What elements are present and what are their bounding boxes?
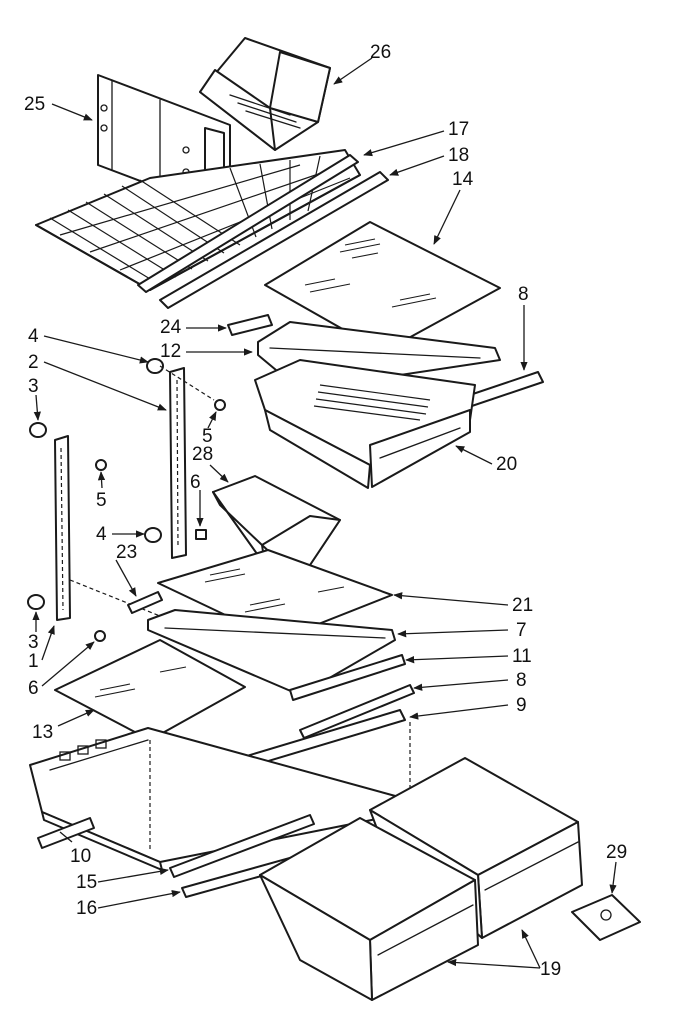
callout-24: 24: [160, 317, 182, 338]
clip-3-lower: [27, 594, 45, 610]
callout-17: 17: [448, 119, 469, 140]
callout-28: 28: [192, 444, 213, 465]
shelf-rail-18: [159, 171, 389, 309]
callout-13: 13: [32, 722, 53, 743]
rail-10: [37, 817, 95, 849]
callout-15: 15: [76, 872, 97, 893]
screw-6-left: [94, 630, 106, 642]
callout-labels: 25 26 17 18 14 8 24 12 20 4 2 3 5 28 5 6…: [24, 42, 627, 980]
callout-26: 26: [370, 42, 391, 63]
callout-11: 11: [512, 646, 532, 667]
utility-bin-28: [212, 475, 341, 581]
callout-8-upper: 8: [518, 284, 529, 305]
slide-rail-23: [127, 591, 163, 614]
clip-4-lower: [144, 527, 162, 543]
callout-29: 29: [606, 842, 627, 863]
clip-3-upper: [29, 422, 47, 438]
slide-rail-8-lower: [299, 684, 415, 739]
shelf-frame-7: [147, 609, 396, 696]
callout-14: 14: [452, 169, 474, 190]
callout-6-left: 6: [28, 678, 39, 699]
dairy-bin-26: [199, 37, 331, 151]
callout-23: 23: [116, 542, 137, 563]
callout-9: 9: [516, 695, 527, 716]
callout-3-upper: 3: [28, 376, 39, 397]
callout-5-left: 5: [96, 490, 107, 511]
callout-21: 21: [512, 595, 533, 616]
slide-rail-15: [169, 814, 315, 878]
callout-25: 25: [24, 94, 45, 115]
crisper-pan-19-left: [259, 817, 479, 1001]
screw-5-right: [214, 399, 226, 411]
shelf-ladder-1: [54, 435, 71, 621]
clip-4-upper: [146, 358, 164, 374]
callout-16: 16: [76, 898, 97, 919]
screw-6-right: [195, 529, 207, 540]
callout-8-lower: 8: [516, 670, 527, 691]
callout-6-right: 6: [190, 472, 201, 493]
screw-5-left: [95, 459, 107, 471]
shelf-rail-17: [137, 154, 359, 293]
callout-20: 20: [496, 454, 517, 475]
meat-pan-20: [254, 359, 476, 489]
leader-lines: [32, 57, 617, 969]
callout-4-upper: 4: [28, 326, 39, 347]
callout-4-lower: 4: [96, 524, 107, 545]
callout-7: 7: [516, 620, 527, 641]
callout-18: 18: [448, 145, 469, 166]
callout-10: 10: [70, 846, 91, 867]
glass-shelf-13: [54, 639, 246, 741]
shelf-ladder-2: [169, 367, 187, 559]
slide-rail-24: [227, 314, 273, 336]
callout-12: 12: [160, 341, 181, 362]
shelf-rail-11: [289, 654, 406, 701]
callout-3-lower: 3: [28, 632, 39, 653]
callout-1: 1: [28, 651, 39, 672]
clip-29: [571, 894, 641, 941]
callout-2: 2: [28, 352, 39, 373]
callout-19: 19: [540, 959, 561, 980]
callout-5-right: 5: [202, 426, 213, 447]
